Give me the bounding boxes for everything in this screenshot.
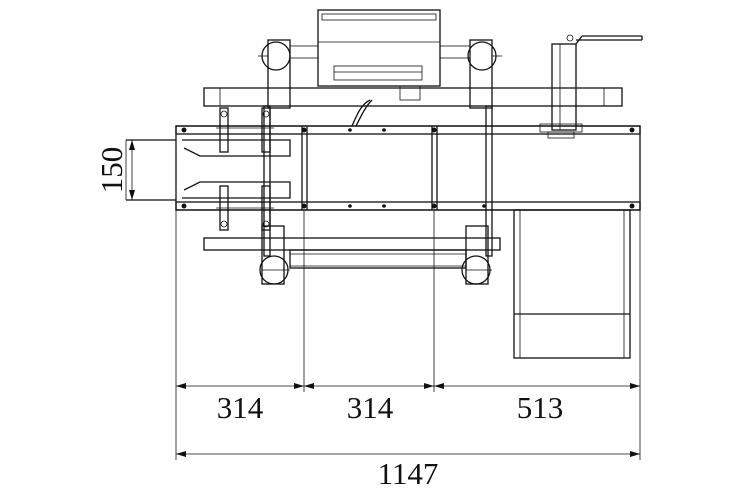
dimension-extension-lines <box>125 140 641 460</box>
collection-box <box>513 209 631 359</box>
upper-beam <box>203 87 623 107</box>
lower-left-roller <box>259 225 290 285</box>
lower-right-roller <box>461 225 492 285</box>
lower-beam <box>203 237 501 269</box>
upper-left-roller <box>258 39 319 109</box>
dimension-label-150: 150 <box>94 147 129 194</box>
main-frame <box>175 125 641 211</box>
dimension-label-overall: 1147 <box>378 456 439 491</box>
top-control-box <box>317 9 441 127</box>
crank-handle <box>539 34 643 139</box>
vertical-posts <box>263 105 493 257</box>
upper-right-roller <box>439 39 502 109</box>
dimension-label-314-left: 314 <box>217 390 264 425</box>
dimension-label-314-middle: 314 <box>347 390 394 425</box>
dimension-label-513: 513 <box>517 390 564 425</box>
